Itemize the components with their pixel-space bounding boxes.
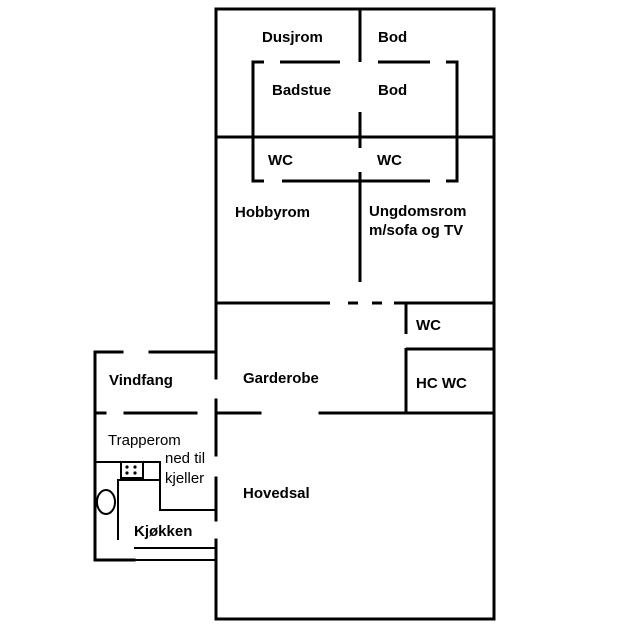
room-label-ungdomsrom: Ungdomsrom bbox=[369, 203, 467, 220]
mid-walls bbox=[216, 301, 494, 415]
room-label-wc-left: WC bbox=[268, 152, 293, 169]
annex-walls bbox=[93, 350, 408, 562]
room-label-badstue: Badstue bbox=[272, 82, 331, 99]
room-label-hovedsal: Hovedsal bbox=[243, 485, 310, 502]
room-label-hobbyrom: Hobbyrom bbox=[235, 204, 310, 221]
room-label-ungdomsrom-sub: m/sofa og TV bbox=[369, 222, 463, 239]
room-label-hc-wc: HC WC bbox=[416, 375, 467, 392]
room-label-bod-mid: Bod bbox=[378, 82, 407, 99]
room-label-wc-mid: WC bbox=[377, 152, 402, 169]
room-label-ned-til: ned til bbox=[165, 450, 205, 467]
room-label-kjokken: Kjøkken bbox=[134, 523, 192, 540]
room-label-vindfang: Vindfang bbox=[109, 372, 173, 389]
room-label-bod-top: Bod bbox=[378, 29, 407, 46]
upper-room-walls bbox=[216, 9, 494, 282]
room-label-garderobe: Garderobe bbox=[243, 370, 319, 387]
stove-icon bbox=[120, 461, 144, 479]
room-label-wc-right: WC bbox=[416, 317, 441, 334]
room-label-dusjrom: Dusjrom bbox=[262, 29, 323, 46]
sink-icon bbox=[96, 489, 116, 515]
room-label-kjeller: kjeller bbox=[165, 470, 204, 487]
room-label-trapperom: Trapperom bbox=[108, 432, 181, 449]
outer-walls bbox=[214, 7, 496, 621]
